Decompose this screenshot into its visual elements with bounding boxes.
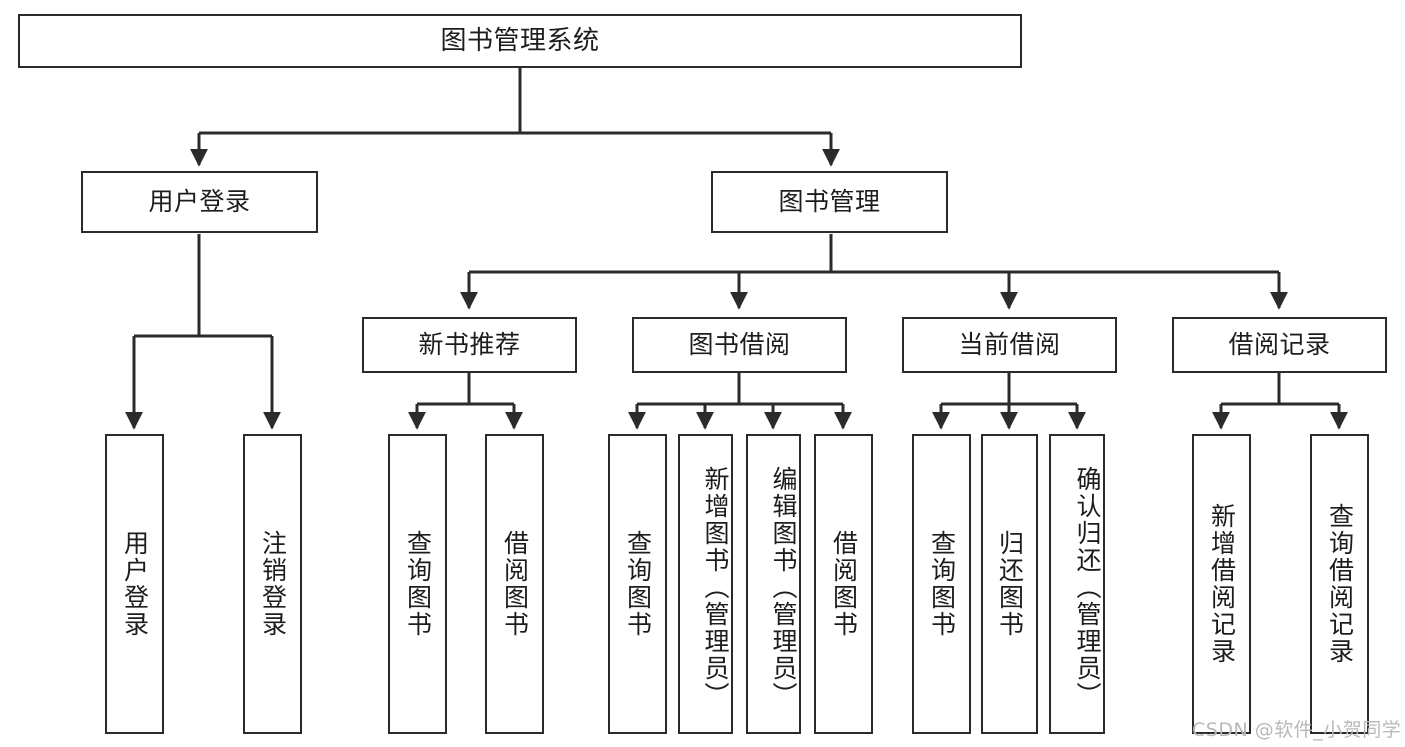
watermark: CSDN @软件_小贺同学: [1192, 719, 1402, 741]
node-leaf-borrow-record-1[interactable]: 新增借阅记录: [1192, 434, 1251, 734]
node-leaf-book-borrow-4-label: 借阅图书: [829, 530, 859, 638]
node-borrow-record[interactable]: 借阅记录: [1172, 317, 1387, 373]
node-user-login-label: 用户登录: [148, 187, 251, 217]
node-leaf-current-borrow-1-label: 查询图书: [927, 530, 957, 638]
node-leaf-borrow-record-1-label: 新增借阅记录: [1207, 503, 1237, 665]
node-leaf-new-book-rec-2-label: 借阅图书: [500, 530, 530, 638]
node-leaf-book-borrow-4[interactable]: 借阅图书: [814, 434, 873, 734]
node-leaf-book-borrow-2[interactable]: 新增图书（管理员）: [678, 434, 733, 734]
node-root[interactable]: 图书管理系统: [18, 14, 1022, 68]
node-borrow-record-label: 借阅记录: [1228, 330, 1331, 360]
node-leaf-book-borrow-3-label: 编辑图书（管理员）: [769, 465, 798, 709]
node-leaf-new-book-rec-1-label: 查询图书: [403, 530, 433, 638]
node-book-borrow[interactable]: 图书借阅: [632, 317, 847, 373]
node-leaf-borrow-record-2-label: 查询借阅记录: [1325, 503, 1355, 665]
node-new-book-rec-label: 新书推荐: [418, 330, 521, 360]
node-leaf-current-borrow-1[interactable]: 查询图书: [912, 434, 971, 734]
node-user-login[interactable]: 用户登录: [81, 171, 318, 233]
node-leaf-borrow-record-2[interactable]: 查询借阅记录: [1310, 434, 1369, 734]
node-leaf-user-login-1[interactable]: 用户登录: [105, 434, 164, 734]
node-leaf-book-borrow-3[interactable]: 编辑图书（管理员）: [746, 434, 801, 734]
node-leaf-current-borrow-3-label: 确认归还（管理员）: [1073, 465, 1102, 709]
node-book-manage[interactable]: 图书管理: [711, 171, 948, 233]
node-book-borrow-label: 图书借阅: [688, 330, 791, 360]
node-leaf-new-book-rec-2[interactable]: 借阅图书: [485, 434, 544, 734]
node-new-book-rec[interactable]: 新书推荐: [362, 317, 577, 373]
node-leaf-new-book-rec-1[interactable]: 查询图书: [388, 434, 447, 734]
node-root-label: 图书管理系统: [440, 25, 600, 56]
node-book-manage-label: 图书管理: [778, 187, 881, 217]
node-leaf-current-borrow-2-label: 归还图书: [995, 530, 1025, 638]
node-leaf-book-borrow-1[interactable]: 查询图书: [608, 434, 667, 734]
node-leaf-current-borrow-2[interactable]: 归还图书: [981, 434, 1038, 734]
node-leaf-user-login-1-label: 用户登录: [120, 530, 150, 638]
node-leaf-book-borrow-2-label: 新增图书（管理员）: [701, 465, 730, 709]
node-leaf-current-borrow-3[interactable]: 确认归还（管理员）: [1049, 434, 1105, 734]
node-leaf-user-login-2-label: 注销登录: [258, 530, 288, 638]
node-current-borrow-label: 当前借阅: [958, 330, 1061, 360]
node-current-borrow[interactable]: 当前借阅: [902, 317, 1117, 373]
node-leaf-user-login-2[interactable]: 注销登录: [243, 434, 302, 734]
node-leaf-book-borrow-1-label: 查询图书: [623, 530, 653, 638]
